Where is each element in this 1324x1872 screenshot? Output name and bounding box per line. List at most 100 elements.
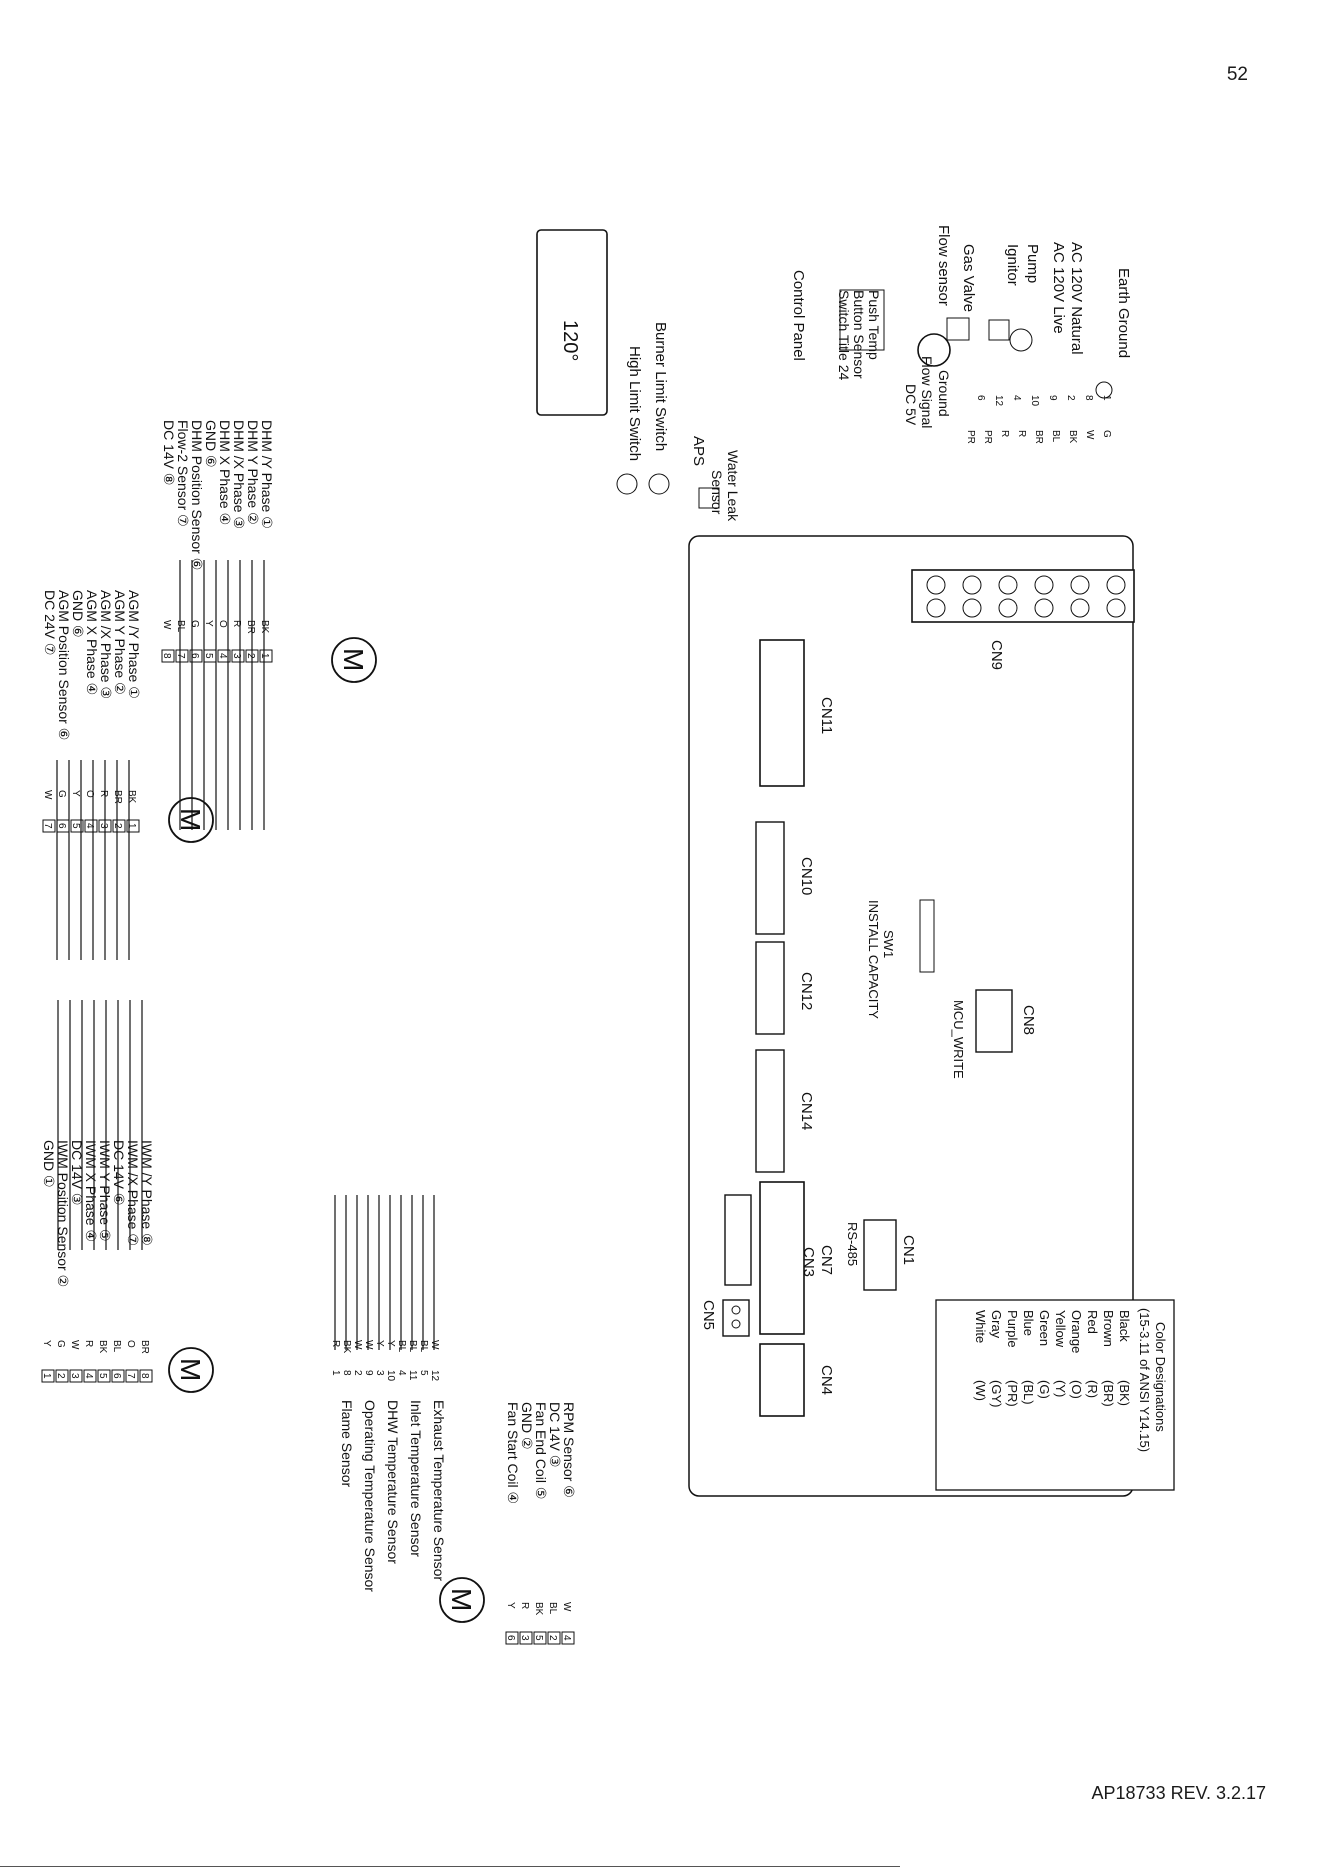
legend-color-2: Red — [1085, 1310, 1100, 1334]
dhm-pin-2: 3 — [231, 653, 242, 659]
legend-code-6: (BL) — [1021, 1380, 1036, 1405]
cn9-terminal — [962, 575, 982, 595]
agm-pin-2: 3 — [98, 823, 109, 829]
power-wire-3: BL — [1050, 430, 1061, 443]
legend-title: Color Designations — [1153, 1322, 1168, 1432]
dhm-label-5: DHM Position Sensor ⑥ — [189, 420, 205, 570]
iwm-wire-6: G — [55, 1340, 66, 1348]
iwm-pin-3: 5 — [97, 1373, 108, 1379]
fan-label-2: Fan End Coil ⑤ — [533, 1402, 549, 1499]
fan-label-3: GND ② — [519, 1402, 535, 1450]
iwm-pin-box-0 — [139, 1369, 153, 1383]
cn14-connector: CN14 — [755, 1049, 815, 1173]
earth-ground-icon — [1095, 381, 1113, 399]
iwm-pin-box-6 — [55, 1369, 69, 1383]
dhm-wire-1: BR — [245, 620, 256, 634]
iwm-motor-icon — [168, 1347, 214, 1393]
fan-pin-box-2 — [533, 1631, 547, 1645]
legend-subtitle: (15-3.11 of ANSI Y14.15) — [1137, 1308, 1152, 1452]
power-pin-7: 6 — [975, 395, 986, 401]
power-pin-4: 10 — [1029, 395, 1040, 407]
cn4-connector: CN4 — [759, 1343, 835, 1417]
dhm-label-0: DHM /Y Phase ① — [259, 420, 275, 529]
power-wire-8: PR — [965, 430, 976, 444]
iwm-pin-7: 1 — [41, 1373, 52, 1379]
cn10-label: CN10 — [798, 857, 815, 895]
legend-code-8: (GY) — [989, 1380, 1004, 1407]
iwm-pin-box-2 — [111, 1369, 125, 1383]
power-pin-3: 9 — [1047, 395, 1058, 401]
agm-label-6: DC 24V ⑦ — [42, 590, 58, 655]
temp-sensor-label-1: Inlet Temperature Sensor — [408, 1400, 424, 1557]
iwm-wire-3: BK — [97, 1340, 108, 1354]
dhm-wire-4: Y — [203, 620, 214, 627]
iwm-label-1: IWM /X Phase ⑦ — [125, 1140, 141, 1246]
agm-label-4: GND ⑥ — [70, 590, 86, 638]
legend-code-1: (BR) — [1101, 1380, 1116, 1407]
flow-sensor-icon — [917, 333, 951, 367]
iwm-pin-box-5 — [69, 1369, 83, 1383]
agm-pin-0: 1 — [126, 823, 137, 829]
power-pin-2: 2 — [1065, 395, 1076, 401]
cn11-label: CN11 — [818, 697, 835, 734]
temp-sensor-pin-2: 11 — [407, 1370, 418, 1381]
temp-sensor-pin-9: 1 — [330, 1370, 341, 1376]
fan-pin-box-1 — [547, 1631, 561, 1645]
iwm-wire-1: O — [125, 1340, 136, 1348]
temp-sensor-label-2: DHW Temperature Sensor — [385, 1400, 401, 1564]
mcu-write-label: MCU_WRITE — [951, 1000, 966, 1079]
cn12-connector: CN12 — [755, 941, 815, 1035]
cn9-terminal — [1034, 575, 1054, 595]
power-wire-4: BR — [1033, 430, 1044, 444]
dhm-pin-box-5 — [189, 649, 203, 663]
cn9-terminal — [998, 575, 1018, 595]
sw1-dip-switch: SW1 INSTALL CAPACITY — [866, 899, 935, 1019]
dhm-wire-2: R — [231, 620, 242, 627]
fan-wire-3: R — [519, 1602, 530, 1609]
iwm-wire-2: BL — [111, 1340, 122, 1353]
switch-line-3: Switch Title 24 — [836, 290, 852, 380]
legend-color-6: Blue — [1021, 1310, 1036, 1336]
iwm-label-3: IWM Y Phase ⑤ — [97, 1140, 113, 1242]
legend-code-2: (R) — [1085, 1380, 1100, 1398]
cn4-label: CN4 — [818, 1365, 835, 1395]
legend-code-9: (W) — [973, 1380, 988, 1401]
cn11-connector: CN11 — [759, 639, 835, 787]
cn1-connector: CN1 RS-485 — [845, 1219, 917, 1291]
dhm-label-1: DHM Y Phase ② — [245, 420, 261, 525]
agm-wire-5: G — [56, 790, 67, 798]
flow-signal-ground: Ground — [936, 370, 952, 417]
cn5-label: CN5 — [700, 1300, 717, 1330]
iwm-label-2: DC 14V ⑥ — [111, 1140, 127, 1205]
fan-wire-0: W — [561, 1602, 572, 1612]
agm-label-1: AGM Y Phase ② — [112, 590, 128, 695]
agm-label-2: AGM /X Phase ③ — [98, 590, 114, 699]
iwm-wire-5: W — [69, 1340, 80, 1350]
fan-pin-3: 3 — [519, 1635, 530, 1641]
cn9-terminal — [1034, 598, 1054, 618]
dhm-pin-5: 6 — [189, 653, 200, 659]
power-pin-5: 4 — [1011, 395, 1022, 401]
cn9-connector: CN9 — [911, 569, 1135, 670]
iwm-pin-2: 6 — [111, 1373, 122, 1379]
agm-motor-glyph: M — [175, 808, 206, 831]
dhm-pin-box-6 — [175, 649, 189, 663]
dhm-wire-5: G — [189, 620, 200, 628]
fan-motor-icon — [439, 1577, 485, 1623]
legend-code-7: (PR) — [1005, 1380, 1020, 1407]
fan-label-1: DC 14V ③ — [547, 1402, 563, 1467]
flow-signal-dc5v: DC 5V — [903, 384, 919, 426]
power-wire-2: BK — [1067, 430, 1078, 444]
legend-code-0: (BK) — [1117, 1380, 1132, 1406]
cn9-terminal — [1106, 598, 1126, 618]
agm-pin-box-0 — [126, 819, 140, 833]
temp-sensor-pin-0: 12 — [429, 1370, 440, 1382]
fan-wire-4: Y — [505, 1602, 516, 1609]
sw1-label: SW1 — [881, 930, 896, 958]
cn9-terminal — [1070, 598, 1090, 618]
temp-sensor-pin-7: 2 — [352, 1370, 363, 1376]
cn14-label: CN14 — [798, 1092, 815, 1130]
